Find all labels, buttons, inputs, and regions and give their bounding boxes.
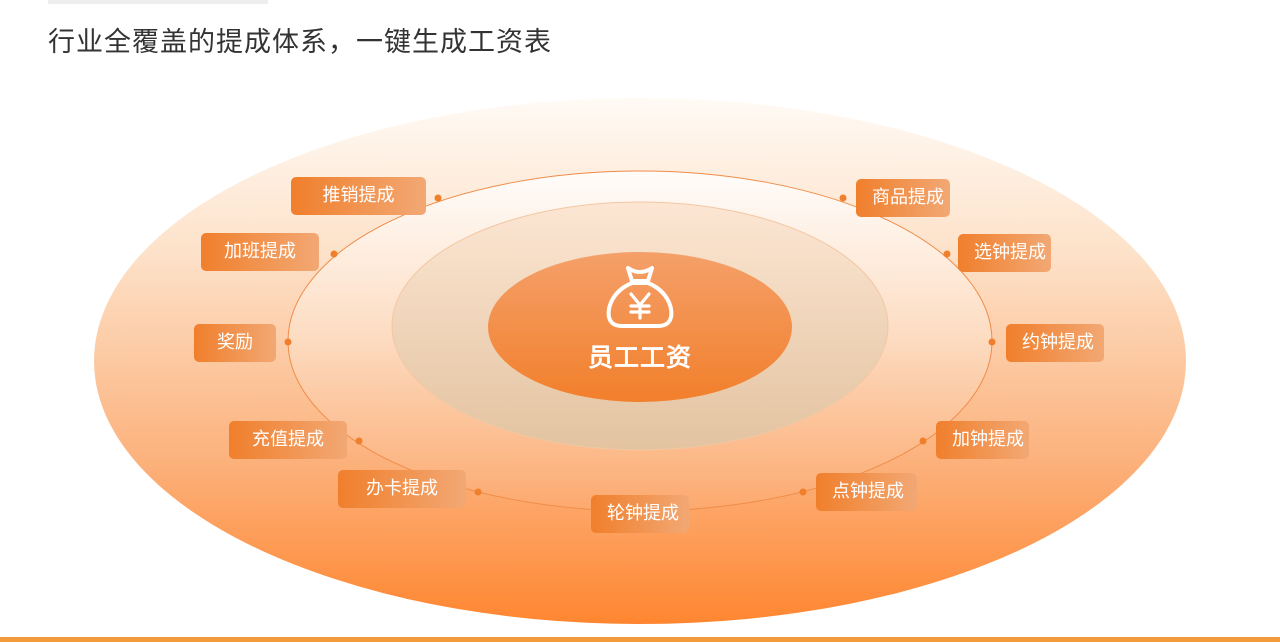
orbit-dot-jiaban bbox=[330, 250, 338, 258]
top-strip bbox=[48, 0, 268, 4]
tag-jiazhong: 加钟提成 bbox=[936, 421, 1029, 459]
orbit-dot-jiangli bbox=[284, 338, 292, 346]
orbit-dot-yuezhong bbox=[988, 338, 996, 346]
orbit-dot-banka bbox=[474, 488, 482, 496]
bottom-accent-bar bbox=[0, 637, 1280, 642]
tag-jiaban: 加班提成 bbox=[201, 233, 319, 271]
money-bag-icon bbox=[606, 266, 674, 328]
tag-tuixiao: 推销提成 bbox=[291, 177, 426, 215]
tag-xuanzhong: 选钟提成 bbox=[958, 234, 1051, 272]
orbit-dot-tuixiao bbox=[434, 194, 442, 202]
tag-banka: 办卡提成 bbox=[338, 470, 466, 508]
page-title: 行业全覆盖的提成体系，一键生成工资表 bbox=[48, 27, 552, 58]
tag-shangpin: 商品提成 bbox=[856, 179, 950, 217]
orbit-dot-shangpin bbox=[839, 194, 847, 202]
orbit-dot-xuanzhong bbox=[943, 250, 951, 258]
orbit-dot-chongzhi bbox=[355, 437, 363, 445]
tag-lunzhong: 轮钟提成 bbox=[591, 495, 689, 533]
orbit-dot-jiazhong bbox=[919, 437, 927, 445]
center-label: 员工工资 bbox=[587, 343, 692, 372]
orbit-dot-dianzhong bbox=[799, 488, 807, 496]
tag-yuezhong: 约钟提成 bbox=[1006, 324, 1104, 362]
tag-jiangli: 奖励 bbox=[194, 324, 276, 362]
tag-chongzhi: 充值提成 bbox=[229, 421, 347, 459]
tag-dianzhong: 点钟提成 bbox=[816, 473, 917, 511]
